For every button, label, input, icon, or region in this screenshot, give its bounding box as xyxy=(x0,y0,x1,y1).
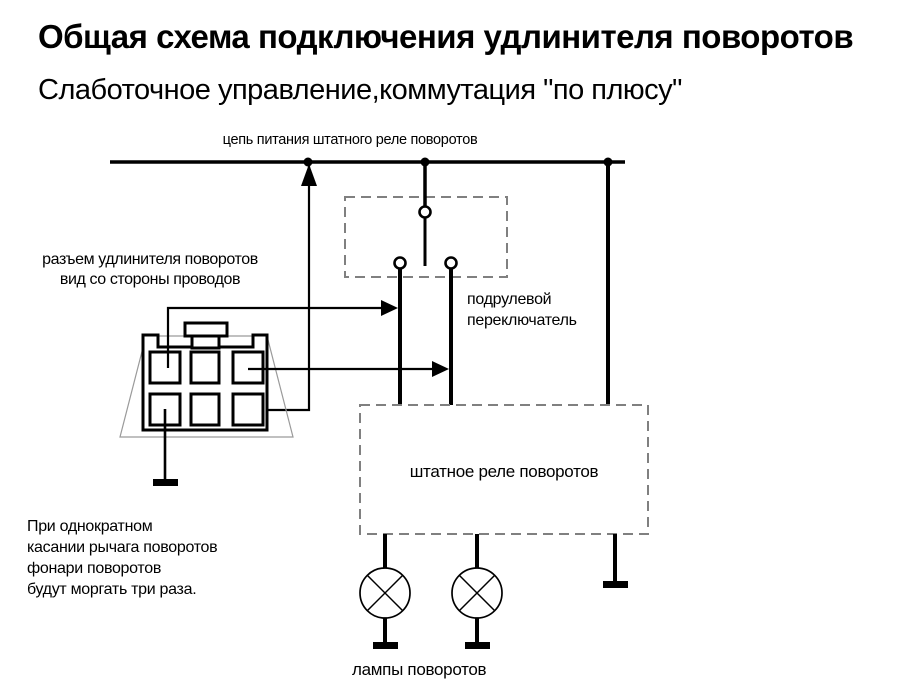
connector-tab-neck xyxy=(190,334,221,350)
connector-label: разъем удлинителя поворотов вид со сторо… xyxy=(20,250,280,290)
lamp-icon xyxy=(359,567,411,619)
switch-label-line1: подрулевой xyxy=(467,291,552,308)
connector-pin xyxy=(148,350,182,385)
relay-label: штатное реле поворотов xyxy=(409,462,599,481)
connector-label-line1: разъем удлинителя поворотов xyxy=(42,251,258,268)
switch-label: подрулевой переключатель xyxy=(467,289,577,331)
note-line1: При однократном xyxy=(27,518,153,535)
lamp-icon xyxy=(451,567,503,619)
right-arrowhead-icon xyxy=(432,361,449,377)
ground-icon xyxy=(153,479,178,486)
connector-tab-cap xyxy=(183,321,229,338)
note-line3: фонари поворотов xyxy=(27,560,162,577)
note-text: При однократном касании рычага поворотов… xyxy=(27,516,277,600)
ground-icon xyxy=(603,581,628,588)
up-arrowhead-icon xyxy=(301,164,317,186)
lamps-label: лампы поворотов xyxy=(352,660,487,679)
power-bus-label: цепь питания штатного реле поворотов xyxy=(222,132,478,148)
connector-label-line2: вид со стороны проводов xyxy=(59,271,241,288)
note-line4: будут моргать три раза. xyxy=(27,581,197,598)
junction-dot xyxy=(303,157,313,167)
switch-label-line2: переключатель xyxy=(467,312,577,329)
connector-pin xyxy=(231,350,265,385)
switch-left-contact xyxy=(393,256,407,270)
relay-box xyxy=(359,404,649,535)
wire-pin-to-switch-left xyxy=(166,306,394,368)
right-arrowhead-icon xyxy=(381,300,398,316)
switch-right-contact xyxy=(444,256,458,270)
page-subtitle: Слаботочное управление,коммутация "по пл… xyxy=(38,74,682,106)
switch-common-contact xyxy=(418,205,432,219)
note-line2: касании рычага поворотов xyxy=(27,539,218,556)
ground-icon xyxy=(373,642,398,649)
page-title: Общая схема подключения удлинителя повор… xyxy=(38,18,854,55)
connector-pin xyxy=(231,392,265,427)
connector-pin xyxy=(189,392,221,427)
ground-icon xyxy=(465,642,490,649)
connector-pin xyxy=(189,350,221,385)
